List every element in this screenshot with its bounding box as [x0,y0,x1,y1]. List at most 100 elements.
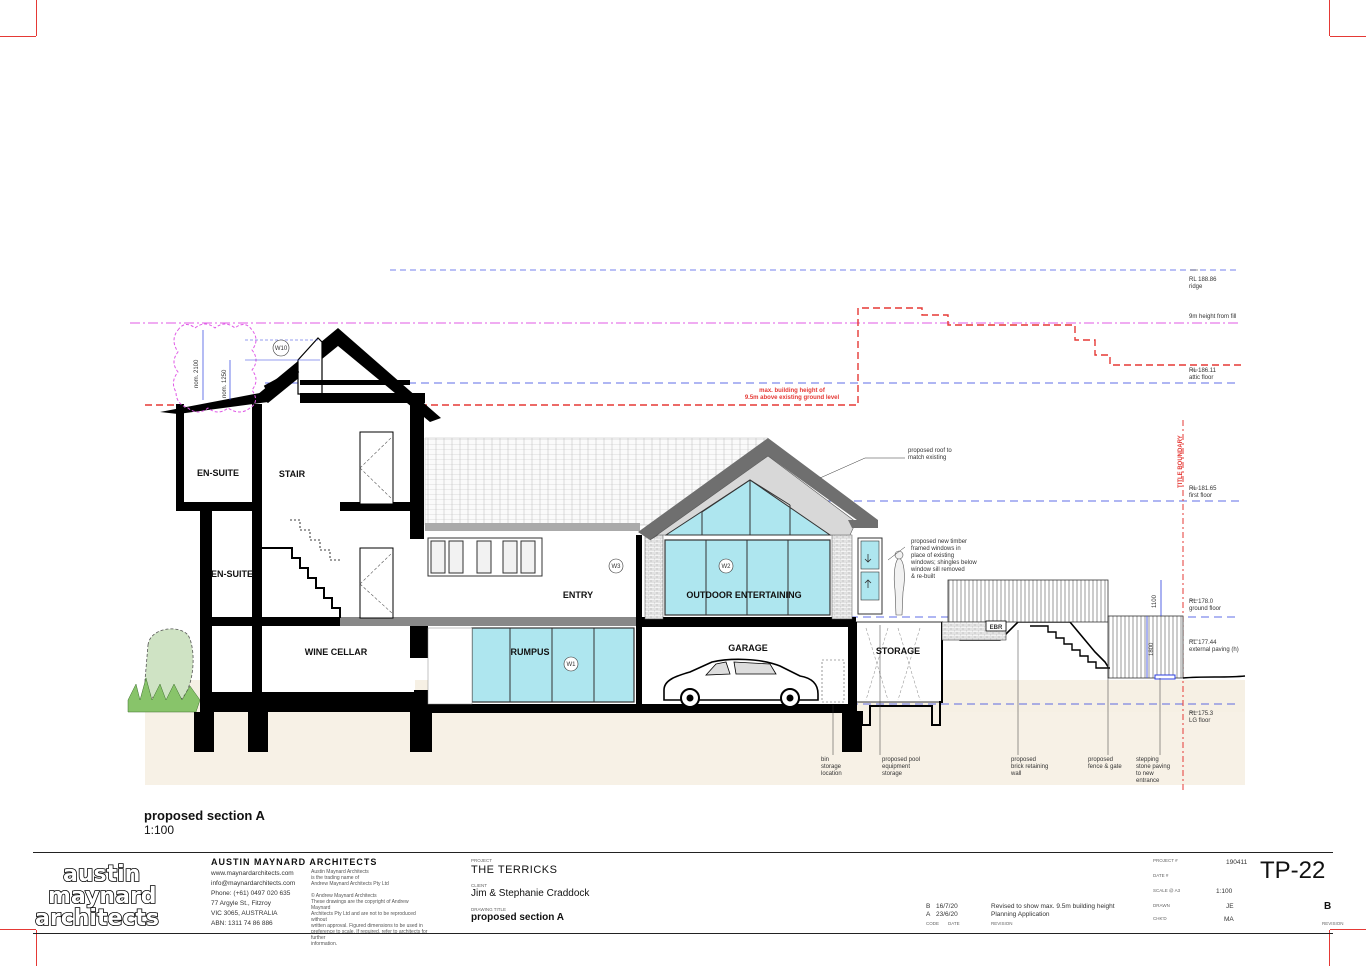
legal-line: information. [311,941,338,947]
attic-height-cloud [172,323,1162,678]
note-wall: brick retaining [1011,764,1048,770]
meta-label: DATE # [1153,873,1169,878]
revision-code: A [926,911,931,918]
level-name: first floor [1189,493,1212,499]
note-paving: stepping [1136,757,1159,763]
room-label-outdoor-entertaining: OUTDOOR ENTERTAINING [686,590,801,600]
revision-header-revision: REVISION [991,921,1013,926]
revision-header-date: DATE [948,921,960,926]
level-rl: 9m height from fill [1189,314,1236,320]
room-label-storage: STORAGE [876,646,920,656]
firm-phone: Phone: (+61) 0497 020 635 [211,890,291,897]
note-window: proposed new timber [911,539,967,545]
meta-value: 1:100 [1216,888,1233,895]
rumpus-glazing [427,627,635,705]
dim-nom-2100: nom. 2100 [194,359,200,388]
storage-block [855,579,1246,726]
level-name: attic floor [1189,375,1213,381]
note-window: place of existing [911,553,954,559]
revision-header-code: CODE [926,921,940,926]
note-pool: equipment [882,764,910,770]
note-window: & re-built [911,574,935,580]
note-fence: proposed [1088,757,1113,763]
room-label-garage: GARAGE [728,643,768,653]
window-tag-w2-text: W2 [722,564,732,570]
note-pool: storage [882,771,903,777]
level-name: external paving (h) [1189,647,1239,653]
meta-value: 190411 [1226,859,1248,866]
window-tag-w2 [718,558,734,574]
legal-line: Architects Pty Ltd and are not to be rep… [311,911,416,923]
firm-email[interactable]: info@maynardarchitects.com [211,880,296,887]
firm-legal-notice: Austin Maynard Architects is the trading… [311,869,429,947]
meta-label: PROJECT # [1153,858,1178,863]
note-fence: fence & gate [1088,764,1122,770]
firm-website[interactable]: www.maynardarchitects.com [211,870,294,877]
legal-line: is the trading name of [311,875,360,881]
window-tag-w10 [272,339,290,357]
note-paving: stone paving [1136,764,1170,770]
meta-label: CHK'D [1153,916,1167,921]
note-window: window sill removed [910,567,965,573]
sheet-corner-mark [0,0,37,37]
window-tag-w3-text: W3 [612,564,622,570]
legal-line: © Andrew Maynard Architects [311,893,377,899]
logo-word: maynard [48,884,157,909]
level-rl: RL 186.11 [1189,368,1217,374]
revision-description: Planning Application [991,911,1050,918]
legal-line: Austin Maynard Architects [311,869,369,875]
note-roof: match existing [908,455,946,461]
meta-value: JE [1226,903,1234,910]
legal-line: preference to scale. If required, refer … [311,929,428,941]
section-title: proposed section A [144,808,265,823]
firm-abn: ABN: 1311 74 86 886 [211,920,273,927]
note-pool: proposed pool [882,757,920,763]
meta-label: SCALE @ A3 [1153,888,1181,893]
note-roof: proposed roof to [908,448,952,454]
project-label: PROJECT [471,858,493,863]
drawing-title: proposed section A [471,912,564,923]
note-wall: proposed [1011,757,1036,763]
window-tag-w3 [608,558,624,574]
drawing-title-label: DRAWING TITLE [471,907,507,912]
level-rl: RL 177.44 [1189,640,1217,646]
garage [636,620,856,715]
current-revision: B [1324,901,1332,912]
room-label-rumpus: RUMPUS [510,647,549,657]
room-label-ensuite-upper: EN-SUITE [197,468,239,478]
dim-1800: 1800 [1149,642,1155,656]
dim-1100: 1100 [1152,594,1158,608]
note-window: windows; shingles below [910,560,977,566]
level-name: ridge [1189,284,1203,290]
firm-city: VIC 3065, AUSTRALIA [211,910,278,917]
revision-date: 16/7/20 [936,903,958,910]
note-paving: to new [1136,771,1154,777]
note-bin: storage [821,764,842,770]
room-label-entry: ENTRY [563,590,593,600]
sheet-corner-mark [1329,929,1366,966]
outdoor-entertaining-gable [638,438,905,616]
room-label-wine-cellar: WINE CELLAR [305,647,368,657]
legal-line: written approval. Figured dimensions to … [311,923,423,929]
level-rl: RL 188.86 [1189,277,1217,283]
level-labels: RL 188.86 ridge 9m height from fill RL 1… [1189,277,1239,724]
revision-label: REVISION [1322,921,1344,926]
note-bin: location [821,771,842,777]
project-name: THE TERRICKS [471,864,558,876]
firm-name: AUSTIN MAYNARD ARCHITECTS [211,857,378,867]
leader-lines [819,269,1198,755]
window-tag-w1 [563,656,579,672]
window-tag-w1-text: W1 [567,662,577,668]
revision-date: 23/6/20 [936,911,958,918]
sheet-corner-mark [0,929,37,966]
title-block: austin maynard architects AUSTIN MAYNARD… [33,852,1344,947]
level-rl: RL 178.0 [1189,599,1214,605]
annotation-notes: proposed roof to match existing proposed… [821,448,1170,784]
dim-nom-1250: nom. 1250 [222,369,228,398]
level-name: ground floor [1189,606,1221,612]
label-ebr: EBR [990,625,1003,631]
note-window: framed windows in [911,546,961,552]
meta-value: MA [1224,916,1234,923]
level-name: LG floor [1189,718,1210,724]
